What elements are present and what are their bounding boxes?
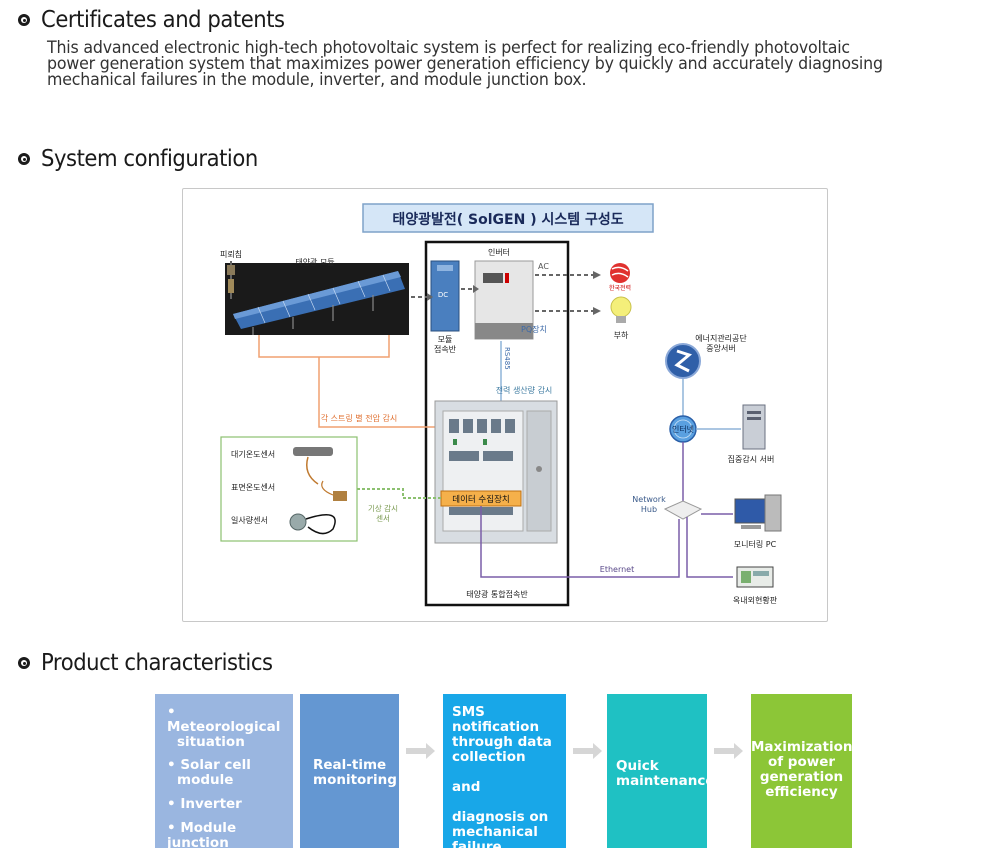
lightning-rod-label: 피뢰침 <box>220 250 242 259</box>
step-line: of power <box>767 754 836 770</box>
display-board-label: 옥내외현황판 <box>733 595 778 605</box>
step-line: and <box>452 779 481 795</box>
energy-agency-label-line1: 에너지관리공단 <box>695 333 747 343</box>
flow-arrow-icon <box>406 743 435 759</box>
weather-label-line1: 기상 감시 <box>368 503 398 513</box>
step-line: module <box>177 772 234 788</box>
module-box-label-line2: 접속반 <box>434 344 457 354</box>
lightning-rod-icon <box>227 261 235 299</box>
load-label: 부하 <box>614 330 629 340</box>
diagram-title-box: 태양광발전( SolGEN ) 시스템 구성도 <box>362 203 654 233</box>
integrated-cabinet-icon <box>434 400 558 544</box>
bullet-icon <box>18 657 30 669</box>
section-title: System configuration <box>41 146 258 172</box>
display-board-icon <box>736 566 774 588</box>
step-line: through data <box>452 734 552 750</box>
step-line: Maximization <box>751 739 853 755</box>
integrated-box-outline <box>424 240 570 607</box>
network-hub-label-line1: Network <box>632 495 666 504</box>
step-line: mechanical <box>452 824 538 840</box>
bullet-icon <box>18 14 30 26</box>
step-line: Quick <box>616 758 659 774</box>
irradiance-label: 일사량센서 <box>231 515 268 525</box>
step-line: • Module junction <box>167 820 237 851</box>
central-server-label: 집중감시 서버 <box>728 454 775 464</box>
energy-agency-label-line2: 중앙서버 <box>706 343 735 353</box>
air-temp-label: 대기온도센서 <box>231 449 275 459</box>
section-header-certificates: Certificates and patents <box>18 7 306 33</box>
section-header-system: System configuration <box>18 146 277 172</box>
network-hub-label-line2: Hub <box>641 505 657 514</box>
string-monitor-label: 각 스트링 별 전압 감시 <box>321 413 397 423</box>
step-line: • Solar cell <box>167 757 251 773</box>
flow-arrow-icon <box>573 743 602 759</box>
step-box-monitoring: Real-time monitoring <box>300 694 399 848</box>
rs485-label: RS485 <box>503 347 511 370</box>
step-line: • Meteorological <box>167 704 281 735</box>
step-box-efficiency: Maximization of power generation efficie… <box>751 694 853 848</box>
step-line: SMS notification <box>452 704 540 735</box>
kepco-logo-icon <box>610 263 630 283</box>
step-line: diagnosis on <box>452 809 549 825</box>
energy-agency-logo-icon <box>665 343 701 379</box>
weather-line <box>357 488 441 499</box>
step-line: Real-time <box>313 757 387 773</box>
kepco-label: 한국전력 <box>609 284 631 292</box>
ethernet-lines <box>480 506 733 578</box>
description-line: This advanced electronic high-tech photo… <box>47 38 850 58</box>
central-server-icon <box>742 404 766 450</box>
light-bulb-icon <box>610 296 632 323</box>
dc-label: DC <box>438 291 448 299</box>
step-box-maintenance: Quick maintenance <box>607 694 715 848</box>
ac-label: AC <box>538 262 549 271</box>
flow-arrow-icon <box>714 743 743 759</box>
step-line: failure <box>452 839 502 855</box>
step-line: situation <box>177 734 245 750</box>
data-collector-label: 데이터 수집장치 <box>452 494 509 505</box>
pq-label: PQ장치 <box>521 324 547 334</box>
solar-module-label: 태양광 모듈 <box>295 257 334 267</box>
section-title: Product characteristics <box>41 650 273 676</box>
description-line: mechanical failures in the module, inver… <box>47 70 587 90</box>
step-line: • Inverter <box>167 796 242 812</box>
inverter-label: 인버터 <box>488 247 510 257</box>
bullet-icon <box>18 153 30 165</box>
step-box-sms: SMS notification through data collection… <box>443 694 566 855</box>
step-line: generation <box>759 769 844 785</box>
module-box-label-line1: 모듈 <box>438 335 453 344</box>
inverter-icon <box>474 260 534 340</box>
system-diagram: 태양광발전( SolGEN ) 시스템 구성도 피뢰침 태양 <box>182 188 828 622</box>
solar-panel-array <box>225 263 409 335</box>
step-line: collection <box>452 749 526 765</box>
ethernet-label: Ethernet <box>600 565 634 574</box>
air-temp-sensor-icon <box>293 447 333 485</box>
weather-label-line2: 센서 <box>376 513 390 523</box>
section-header-product: Product characteristics <box>18 650 293 676</box>
internet-label: 인터넷 <box>672 424 694 434</box>
step-box-inputs: • Meteorological situation • Solar cell … <box>155 694 293 866</box>
surface-temp-label: 표면온도센서 <box>231 482 275 492</box>
step-line: efficiency <box>765 784 838 800</box>
diagram-title: 태양광발전( SolGEN ) 시스템 구성도 <box>392 211 623 228</box>
step-line: maintenance <box>616 773 715 789</box>
step-line: box <box>177 850 205 866</box>
string-line <box>258 335 390 358</box>
surface-temp-sensor-icon <box>321 480 347 501</box>
power-flow-arrows <box>411 274 593 312</box>
monitoring-pc-icon <box>734 494 782 532</box>
power-monitor-label: 전력 생산량 감시 <box>496 385 553 395</box>
network-hub-icon <box>663 500 703 520</box>
integrated-box-label: 태양광 통합접속반 <box>466 589 528 599</box>
irradiance-sensor-icon <box>289 513 336 535</box>
certificates-description: This advanced electronic high-tech photo… <box>47 38 987 90</box>
section-title: Certificates and patents <box>41 7 285 33</box>
step-line: monitoring <box>313 772 397 788</box>
description-line: power generation system that maximizes p… <box>47 54 883 74</box>
monitoring-pc-label: 모니터링 PC <box>734 539 777 549</box>
